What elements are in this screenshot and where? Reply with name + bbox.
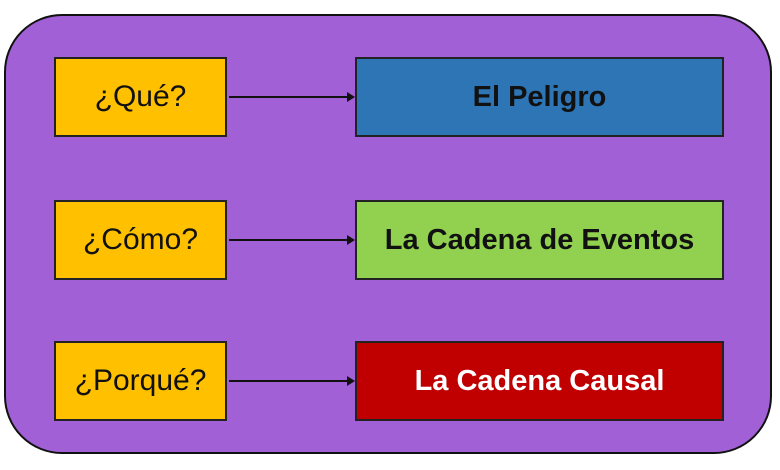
answer-label: La Cadena de Eventos xyxy=(384,223,695,256)
arrow-right-icon xyxy=(229,235,355,245)
answer-box-cadena-de-eventos: La Cadena de Eventos xyxy=(355,200,724,280)
question-label: ¿Qué? xyxy=(94,80,187,113)
answer-box-cadena-causal: La Cadena Causal xyxy=(355,341,724,421)
answer-box-el-peligro: El Peligro xyxy=(355,57,724,137)
question-box-que: ¿Qué? xyxy=(54,57,227,137)
arrow-right-icon xyxy=(229,92,355,102)
question-box-como: ¿Cómo? xyxy=(54,200,227,280)
question-label: ¿Cómo? xyxy=(82,223,199,256)
answer-label: El Peligro xyxy=(472,80,607,113)
arrow-right-icon xyxy=(229,376,355,386)
answer-label: La Cadena Causal xyxy=(414,364,665,397)
question-label: ¿Porqué? xyxy=(74,364,207,397)
question-box-porque: ¿Porqué? xyxy=(54,341,227,421)
